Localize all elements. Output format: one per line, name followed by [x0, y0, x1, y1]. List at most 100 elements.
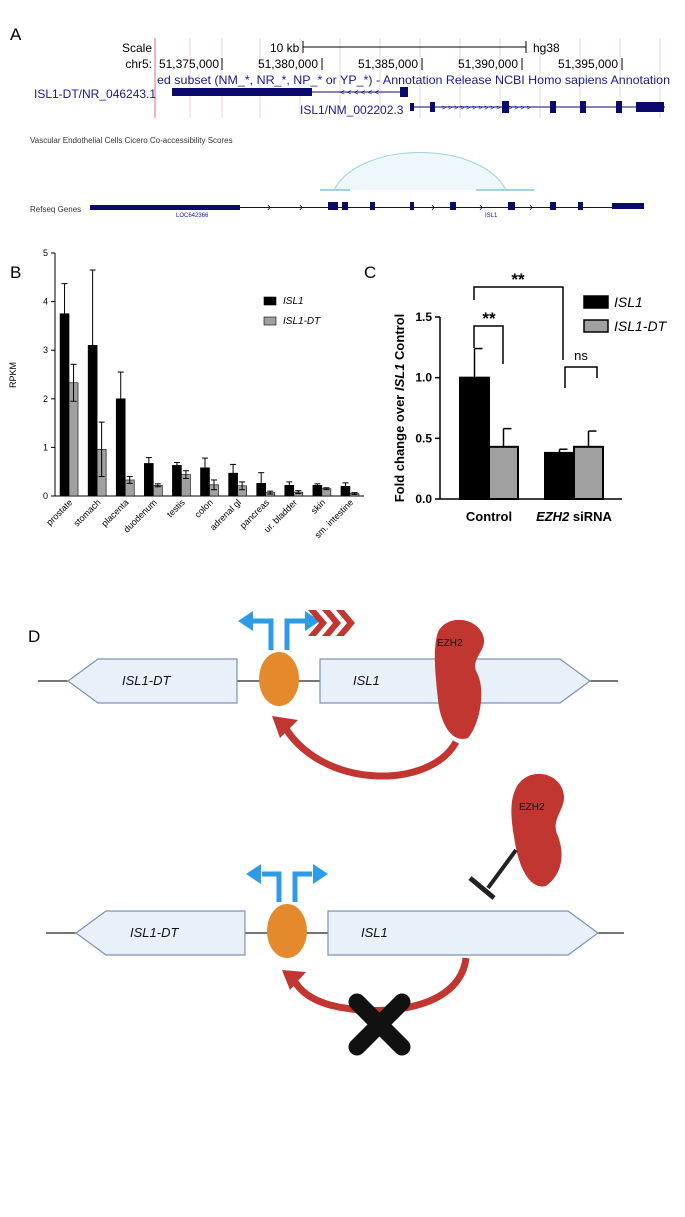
gene-left-label: LOC642366	[176, 213, 209, 219]
bar	[172, 465, 182, 497]
coord-label: 51,380,000	[258, 57, 318, 71]
x-tick-label: testis	[165, 497, 187, 519]
schematic-inhibited: ISL1-DT ISL1	[46, 864, 624, 1056]
enhancer-promoter-oval	[267, 904, 307, 958]
ezh2-label: EZH2	[519, 802, 545, 813]
isl1-dt-transcript: < < < < < <	[172, 87, 408, 97]
y-tick-label: 3	[43, 345, 48, 355]
coord-ticks	[221, 58, 623, 70]
bar	[573, 445, 604, 500]
arrowheads	[246, 864, 328, 884]
annotation-text: ed subset (NM_*, NR_*, NP_* or YP_*) - A…	[157, 73, 670, 87]
elongation-chevrons-icon	[308, 610, 355, 636]
bar	[228, 472, 238, 497]
svg-text:> > > > > > > > > > > > > > >: > > > > > > > > > > > > > > >	[442, 105, 531, 112]
significance-bracket	[473, 325, 504, 364]
x-tick-label: EZH2 siRNA	[536, 509, 612, 524]
loop-arrowhead	[282, 970, 306, 990]
isl1-transcript: > > > > > > > > > > > > > > >	[410, 101, 665, 113]
ylabel-suffix: Control	[392, 314, 407, 364]
coord-label: 51,395,000	[558, 57, 618, 71]
scale-label: Scale	[122, 41, 152, 55]
bar	[544, 451, 575, 501]
bidirectional-transcription-icon	[252, 618, 306, 650]
legend-label: ISL1-DT	[614, 318, 668, 334]
legend-swatch	[583, 319, 609, 333]
legend-swatch	[263, 296, 277, 306]
gene-label-isl1-dt: ISL1-DT	[130, 925, 179, 940]
inhibition-bar	[468, 876, 496, 900]
coord-label: 51,375,000	[159, 57, 219, 71]
panel-a-letter: A	[10, 25, 22, 44]
y-tick-label: 5	[43, 248, 48, 258]
y-tick-label: 1	[43, 442, 48, 452]
isl1-dt-gene-arrow	[74, 910, 246, 956]
bar	[312, 485, 323, 497]
refseq-genes-track	[90, 202, 644, 211]
legend-label: ISL1-DT	[283, 316, 321, 327]
gene-right-label: ISL1	[485, 213, 498, 219]
significance-bracket	[473, 286, 564, 360]
enhancer-promoter-oval	[259, 652, 299, 706]
panel-d-letter: D	[28, 627, 40, 646]
gene-label-isl1: ISL1	[353, 673, 380, 688]
loop-arrowhead	[272, 716, 298, 738]
y-tick-label: 1.5	[415, 310, 432, 324]
x-tick-label: skin	[309, 497, 327, 515]
panel-a: A Scale 10 kb hg38 chr5: 51,375,000 51,3…	[10, 25, 670, 219]
gene-label-isl1-dt: ISL1-DT	[122, 673, 171, 688]
svg-text:< < < < < <: < < < < < <	[340, 88, 379, 97]
schematic-active: ISL1-DT ISL1 EZH2	[38, 610, 618, 780]
isl1-dt-gene-arrow	[66, 658, 238, 704]
cicero-title: Vascular Endothelial Cells Cicero Co-acc…	[30, 136, 233, 145]
panel-b: B RPKM 012345prostatestomachplacentaduod…	[8, 248, 364, 540]
coord-label: 51,385,000	[358, 57, 418, 71]
cicero-links	[320, 152, 534, 191]
ezh2-label: EZH2	[437, 638, 463, 649]
scale-value: 10 kb	[270, 41, 300, 55]
ezh2-inhibition: EZH2	[468, 773, 565, 900]
y-tick-label: 1.0	[415, 371, 432, 385]
y-tick-label: 2	[43, 394, 48, 404]
bar	[200, 467, 210, 497]
coord-label: 51,390,000	[458, 57, 518, 71]
ylabel-italic: ISL1	[392, 364, 407, 391]
chart-b-ylabel: RPKM	[8, 362, 18, 388]
bar	[488, 445, 519, 500]
bar	[284, 485, 295, 497]
bar	[144, 463, 154, 497]
bar	[87, 345, 98, 497]
y-tick-label: 0.0	[415, 492, 432, 506]
legend-label: ISL1	[614, 294, 643, 310]
isl1-gene-arrow	[327, 910, 600, 956]
coord-labels: 51,375,000 51,380,000 51,385,000 51,390,…	[159, 57, 618, 71]
chart-c-ylabel: Fold change over ISL1 Control	[392, 314, 407, 503]
track1-label: ISL1-DT/NR_046243.1	[34, 87, 156, 101]
y-tick-label: 4	[43, 297, 48, 307]
significance-bracket	[564, 366, 598, 388]
x-tick-label: adrenal gl	[208, 497, 243, 532]
panel-c-letter: C	[364, 263, 376, 282]
blocked-x-icon	[348, 993, 411, 1056]
bar	[459, 376, 490, 500]
bidirectional-transcription-icon	[262, 871, 312, 902]
track2-label: ISL1/NM_002202.3	[300, 103, 404, 117]
activation-loop-arrow	[279, 722, 460, 780]
legend-swatch	[583, 295, 609, 309]
scale-bar	[302, 41, 527, 53]
bar	[256, 483, 266, 497]
significance-label: ns	[574, 348, 588, 363]
significance-label: **	[482, 309, 496, 328]
x-tick-label: stomach	[71, 497, 102, 528]
legend-label: ISL1	[283, 296, 304, 307]
bar	[340, 485, 351, 497]
assembly-label: hg38	[533, 41, 560, 55]
significance-label: **	[511, 270, 525, 289]
legend-swatch	[263, 316, 277, 326]
y-tick-label: 0	[43, 491, 48, 501]
ezh2-protein-shape	[434, 619, 485, 739]
panel-b-letter: B	[10, 263, 21, 282]
